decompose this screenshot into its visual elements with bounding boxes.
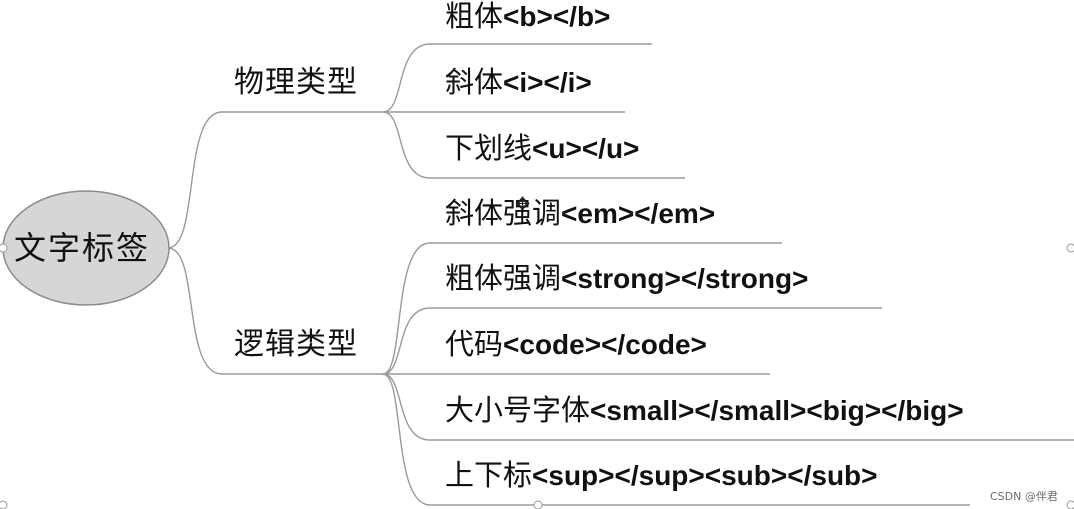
- leaf-node-small-big[interactable]: 大小号字体<small></small><big></big>: [445, 396, 964, 425]
- connector-leaf-small-big: [382, 373, 1074, 441]
- connector-root-logical: [167, 247, 383, 375]
- leaf-text: 斜体: [445, 65, 504, 99]
- leaf-text: 粗体强调: [445, 261, 562, 295]
- connector-leaf-strong: [382, 307, 882, 375]
- leaf-tag: <em></em>: [561, 198, 716, 229]
- leaf-node-underline[interactable]: 下划线<u></u>: [445, 134, 639, 163]
- handle-bottom-right: [1066, 500, 1074, 509]
- leaf-tag: <strong></strong>: [561, 263, 809, 294]
- connector-root-physical: [167, 111, 383, 249]
- connector-leaf-bold: [382, 43, 652, 113]
- leaf-tag: <b></b>: [503, 1, 611, 32]
- watermark: CSDN @伴君: [990, 490, 1058, 503]
- leaf-node-sup-sub[interactable]: 上下标<sup></sup><sub></sub>: [445, 461, 878, 490]
- branch-label-physical[interactable]: 物理类型: [234, 65, 358, 100]
- leaf-tag: <u></u>: [532, 133, 640, 164]
- connector-leaf-sup-sub: [382, 373, 970, 506]
- handle-bottom-left: [0, 500, 8, 509]
- leaf-text: 粗体: [445, 0, 504, 33]
- leaf-tag: <sup></sup><sub></sub>: [532, 460, 878, 491]
- connector-lines: [167, 43, 1074, 506]
- leaf-node-code[interactable]: 代码<code></code>: [445, 330, 707, 359]
- leaf-node-bold[interactable]: 粗体<b></b>: [445, 2, 610, 31]
- connector-leaf-underline: [382, 111, 685, 179]
- leaf-tag: <small></small><big></big>: [590, 395, 964, 426]
- handle-left: [0, 243, 8, 253]
- leaf-text: 代码: [445, 327, 504, 361]
- leaf-tag: <i></i>: [503, 67, 592, 98]
- leaf-text: 大小号字体: [445, 393, 591, 427]
- leaf-text: 上下标: [445, 458, 533, 492]
- connector-leaf-em: [382, 242, 782, 375]
- branch-label-logical[interactable]: 逻辑类型: [234, 327, 358, 362]
- leaf-node-strong[interactable]: 粗体强调<strong></strong>: [445, 264, 808, 293]
- handle-right: [1066, 243, 1074, 253]
- move-cursor-icon: ✥: [515, 194, 531, 215]
- leaf-node-italic[interactable]: 斜体<i></i>: [445, 68, 592, 97]
- handle-bottom-mid: [533, 500, 543, 509]
- leaf-text: 下划线: [445, 131, 533, 165]
- leaf-node-em[interactable]: 斜体强调<em></em>: [445, 199, 715, 228]
- root-node-label[interactable]: 文字标签: [14, 229, 151, 267]
- leaf-tag: <code></code>: [503, 329, 707, 360]
- leaf-text: 斜体强调: [445, 196, 562, 230]
